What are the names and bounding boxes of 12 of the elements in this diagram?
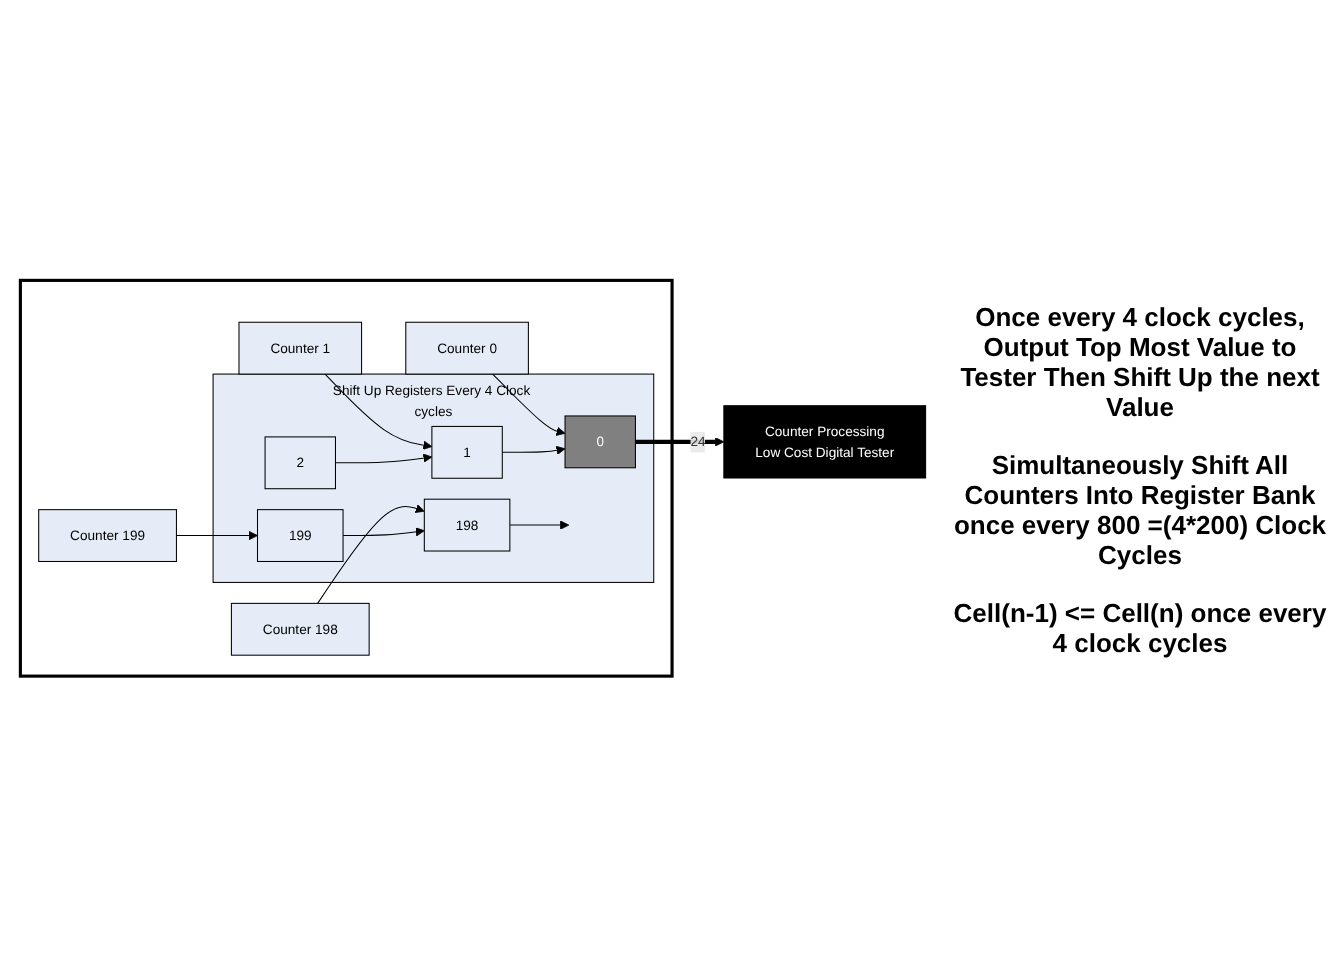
arrow	[492, 374, 566, 437]
cluster	[18, 279, 674, 679]
arrow	[175, 531, 258, 541]
arrow	[501, 446, 566, 456]
arrow	[334, 454, 433, 465]
arrow	[635, 438, 725, 448]
arrow	[509, 521, 570, 531]
arrow	[342, 528, 425, 538]
note-text: Simultaneously Shift All Counters Into Register Bank once every 800 =(4*200) Clock Cycles	[951, 449, 1329, 569]
note-text: Once every 4 clock cycles, Output Top Most Value to Tester Then Shift Up the next Value	[958, 301, 1322, 421]
note-text: Cell(n-1) <= Cell(n) once every 4 clock cycles	[951, 597, 1329, 657]
arrow	[317, 504, 425, 605]
